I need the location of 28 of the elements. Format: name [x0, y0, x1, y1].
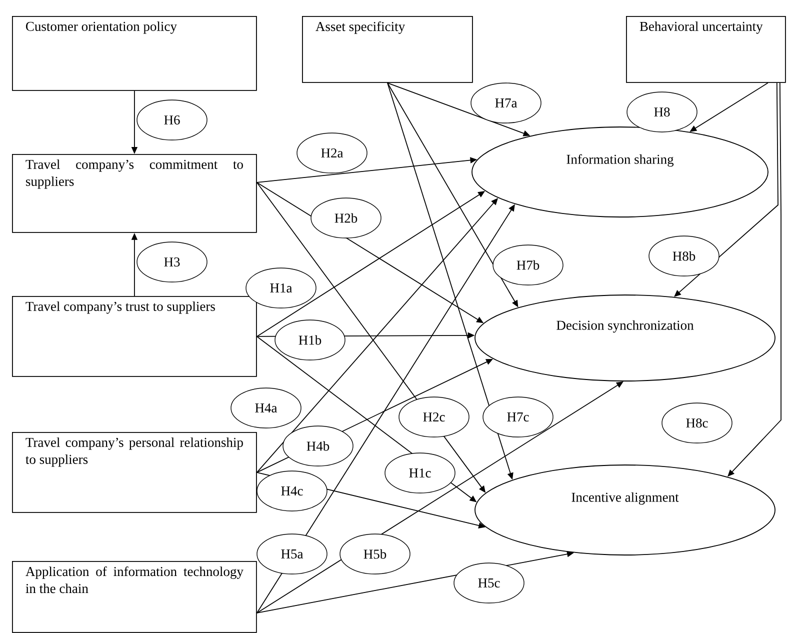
factor-box: Asset specificity: [302, 16, 473, 83]
hypothesis-oval: H1c: [384, 452, 456, 494]
hypothesis-oval: H8b: [648, 236, 720, 276]
hypothesis-oval: H2b: [310, 198, 382, 238]
hypothesis-oval: H6: [136, 100, 208, 140]
hypothesis-oval: H4c: [256, 470, 328, 512]
hypothesis-oval: H1b: [274, 320, 346, 360]
hypothesis-oval: H7a: [470, 82, 542, 124]
hypothesis-oval: H2c: [398, 396, 470, 438]
hypothesis-oval: H3: [136, 242, 208, 282]
factor-box: Behavioral uncertainty: [626, 16, 786, 83]
hypothesis-oval: H4b: [282, 426, 354, 466]
factor-box: Application of information technology in the chain: [12, 561, 257, 633]
factor-box: Travel company’s commitment to suppliers: [12, 154, 257, 233]
factor-box: Travel company’s trust to suppliers: [12, 296, 257, 377]
hypothesis-oval: H5b: [340, 534, 410, 574]
hypothesis-oval: H7b: [492, 244, 564, 286]
hypothesis-oval: H8c: [662, 402, 732, 444]
hypothesis-oval: H2a: [296, 132, 368, 174]
hypothesis-oval: H5c: [454, 562, 524, 604]
factor-box: Travel company’s personal relationship to suppliers: [12, 432, 257, 513]
hypothesis-oval: H8: [626, 92, 698, 132]
hypothesis-oval: H7c: [482, 396, 554, 438]
arrow: [674, 82, 778, 297]
hypothesis-oval: H5a: [256, 534, 328, 574]
factor-box: Customer orientation policy: [12, 16, 257, 91]
hypothesis-oval: H1a: [246, 268, 316, 308]
hypothesis-oval: H4a: [230, 388, 302, 428]
